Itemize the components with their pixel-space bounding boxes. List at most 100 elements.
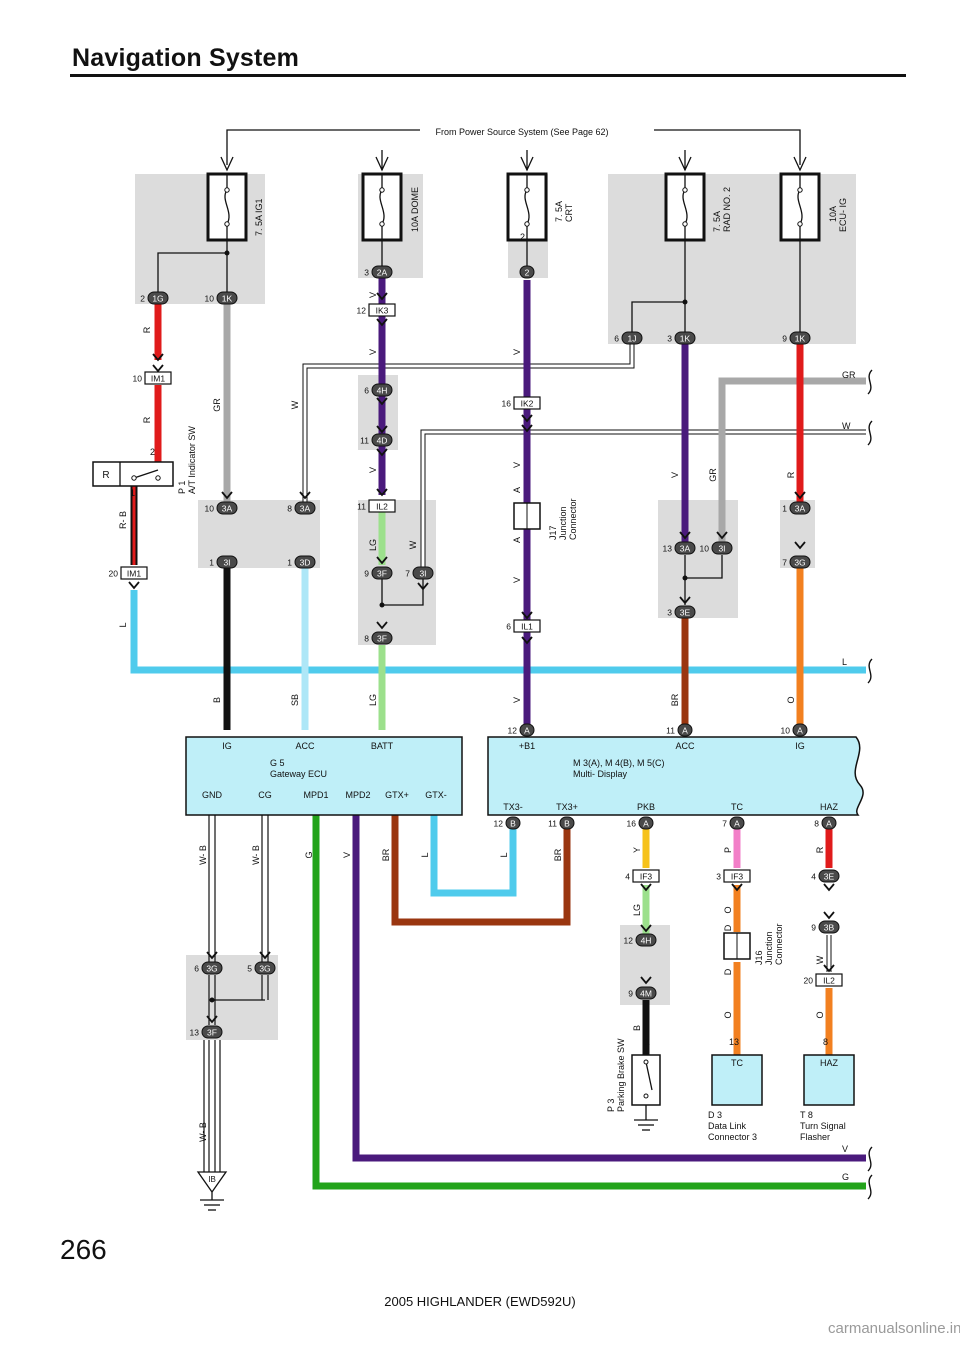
pin-number: 8 xyxy=(364,633,369,643)
pin-number: 1 xyxy=(645,1037,650,1047)
multi-display xyxy=(487,736,864,816)
chevron-down-icon xyxy=(679,531,691,540)
at-indicator-switch xyxy=(92,461,174,487)
junction-block-shading xyxy=(135,174,856,1040)
svg-text:3G: 3G xyxy=(794,557,805,567)
wire-color-label: BR xyxy=(553,848,563,861)
svg-text:3G: 3G xyxy=(206,963,217,973)
svg-text:A: A xyxy=(734,818,740,828)
pin-number: 2 xyxy=(140,293,145,303)
pin-number: 1 xyxy=(287,557,292,567)
pin-number: 3 xyxy=(667,333,672,343)
svg-text:IL2: IL2 xyxy=(823,975,835,985)
gateway-ecu xyxy=(185,736,463,816)
svg-text:A: A xyxy=(826,818,832,828)
wire-color-label: W xyxy=(408,540,418,549)
wire-color-label: D xyxy=(723,968,733,975)
svg-text:1G: 1G xyxy=(152,293,163,303)
flasher-box xyxy=(803,1054,855,1106)
gateway-name: Gateway ECU xyxy=(270,769,327,779)
fuse-crt xyxy=(506,172,548,242)
connector-a-29: A 10 xyxy=(781,723,808,737)
pin-number: 12 xyxy=(624,935,634,945)
connector-b-31: B11 xyxy=(548,816,575,830)
svg-text:1J: 1J xyxy=(628,333,637,343)
wire-color-label: W- B xyxy=(198,845,208,865)
svg-text:IF3: IF3 xyxy=(731,871,744,881)
wire-color-label: L xyxy=(420,852,430,857)
gateway-pin-gtxp: GTX+ xyxy=(385,790,409,800)
svg-text:4H: 4H xyxy=(641,935,652,945)
wire-color-label: R xyxy=(142,416,152,423)
at-switch-box-label: R xyxy=(102,470,109,481)
connector-3a-14: 3A8 xyxy=(287,501,316,515)
source-label: From Power Source System (See Page 62) xyxy=(435,127,608,137)
svg-text:A: A xyxy=(797,725,803,735)
svg-text:A: A xyxy=(682,725,688,735)
pin-number: 3 xyxy=(364,267,369,277)
gateway-pin-acc: ACC xyxy=(295,741,315,751)
connector-3g-22: 3G7 xyxy=(782,555,811,569)
dlc3-code: D 3 xyxy=(708,1110,722,1120)
wire-color-label: LG xyxy=(368,694,378,706)
pin-number: 10 xyxy=(781,725,791,735)
chevron-down-icon xyxy=(640,976,652,985)
gateway-pin-cg: CG xyxy=(258,790,272,800)
wire-color-label: W xyxy=(815,955,825,964)
svg-text:3A: 3A xyxy=(680,543,691,553)
svg-text:A: A xyxy=(524,725,530,735)
pin-number: 8 xyxy=(814,818,819,828)
wire-color-label: B xyxy=(632,1025,642,1031)
chevron-down-icon xyxy=(206,1015,218,1024)
right-label-v: V xyxy=(842,1144,848,1154)
connector-3i-19: 3I7 xyxy=(405,566,434,580)
wire-color-label: LG xyxy=(632,904,642,916)
svg-text:1K: 1K xyxy=(222,293,233,303)
gateway-code: G 5 xyxy=(270,758,285,768)
chevron-down-icon xyxy=(640,883,652,892)
chevron-down-icon xyxy=(521,611,533,620)
connector-3a-15: 3A1 xyxy=(782,501,811,515)
pin-number: 11 xyxy=(357,501,366,511)
wire-color-label: GR xyxy=(212,398,222,412)
md-pin-haz: HAZ xyxy=(820,802,839,812)
svg-text:IL2: IL2 xyxy=(376,501,388,511)
svg-text:3F: 3F xyxy=(377,633,387,643)
pin-number: 3 xyxy=(716,871,721,881)
md-pin-tx3m: TX3- xyxy=(503,802,523,812)
wire-color-label: W- B xyxy=(198,1122,208,1142)
connector-a-27: A12 xyxy=(508,723,535,737)
svg-text:4D: 4D xyxy=(377,435,388,445)
connector-a-32: A16 xyxy=(627,816,654,830)
wire-color-label: SB xyxy=(290,694,300,706)
fuse-label-ecuig-1: 10A xyxy=(828,206,838,222)
right-label-w: W xyxy=(842,421,851,431)
wire-color-label: V xyxy=(670,472,680,478)
pin-number: 2 xyxy=(520,232,525,242)
power-source-lines xyxy=(220,129,807,172)
wire-color-label: V xyxy=(342,852,352,858)
pin-number: 6 xyxy=(614,333,619,343)
svg-text:IK2: IK2 xyxy=(521,398,534,408)
connector-3f-25: 3F 8 xyxy=(364,631,393,645)
connector-3e-26: 3E3 xyxy=(667,605,696,619)
svg-text:3I: 3I xyxy=(223,557,230,567)
fuse-ecu-ig xyxy=(779,172,821,242)
fuse-rad2 xyxy=(664,172,706,242)
connector-b-30: B12 xyxy=(494,816,521,830)
connector-3i-16: 3I1 xyxy=(209,555,238,569)
right-label-l: L xyxy=(842,657,847,667)
pin-number: 12 xyxy=(494,818,504,828)
md-code: M 3(A), M 4(B), M 5(C) xyxy=(573,758,665,768)
dlc3-name-2: Connector 3 xyxy=(708,1132,757,1142)
svg-text:3I: 3I xyxy=(419,568,426,578)
